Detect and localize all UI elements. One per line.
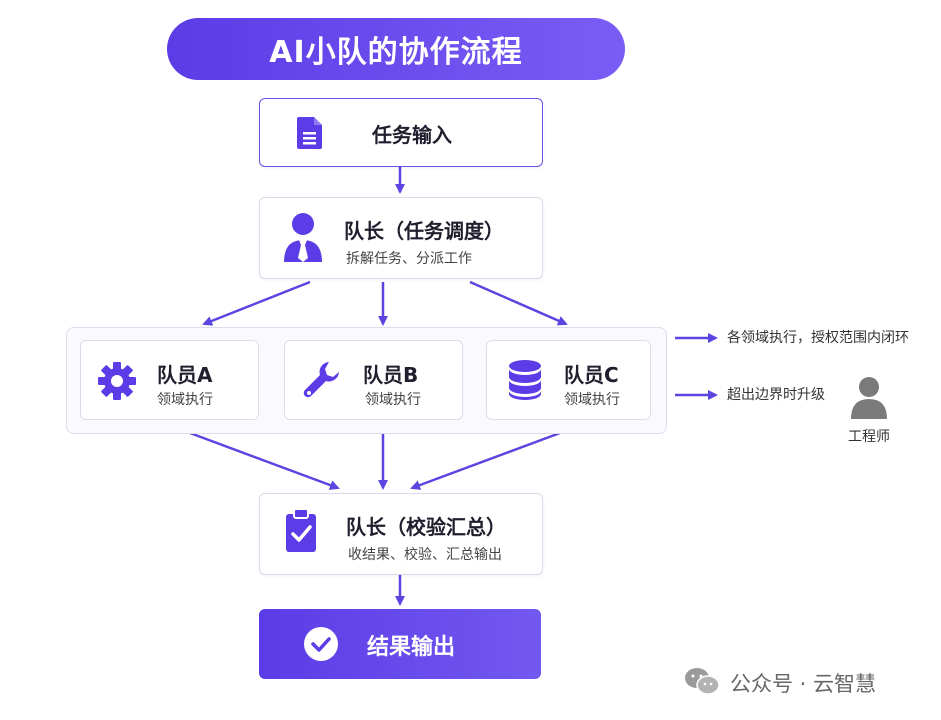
member-b-subtitle: 领域执行 [365, 392, 421, 408]
clipboard-check-icon [286, 508, 316, 552]
engineer-icon [851, 377, 887, 419]
result-output-box: 结果输出 [259, 609, 541, 679]
result-output-label: 结果输出 [367, 635, 456, 660]
arrow-dispatch-to-a [202, 280, 311, 326]
member-a-card: 队员A 领域执行 [80, 340, 259, 420]
wrench-icon [303, 362, 339, 398]
member-b-card: 队员B 领域执行 [284, 340, 463, 420]
arrow-dispatch-to-c [469, 280, 568, 326]
wechat-icon [685, 668, 720, 695]
member-c-card: 队员C 领域执行 [486, 340, 651, 420]
member-a-title: 队员A [157, 363, 213, 387]
task-input-label: 任务输入 [372, 123, 452, 147]
database-icon [509, 360, 541, 400]
member-c-subtitle: 领域执行 [564, 392, 620, 408]
leader-summary-title: 队长（校验汇总） [346, 515, 506, 539]
gear-icon [98, 362, 136, 400]
page-title-text: AI小队的协作流程 [269, 35, 523, 70]
leader-dispatch-box: 队长（任务调度） 拆解任务、分派工作 [259, 197, 543, 279]
leader-dispatch-subtitle: 拆解任务、分派工作 [346, 251, 472, 267]
check-circle-icon [304, 627, 338, 661]
leader-summary-subtitle: 收结果、校验、汇总输出 [348, 547, 502, 563]
leader-summary-box: 队长（校验汇总） 收结果、校验、汇总输出 [259, 493, 543, 575]
member-a-subtitle: 领域执行 [157, 392, 213, 408]
arrow-c-to-summary [410, 431, 561, 490]
engineer-label: 工程师 [848, 429, 890, 445]
document-icon [297, 117, 322, 149]
task-input-box: 任务输入 [259, 98, 543, 167]
page-title: AI小队的协作流程 [167, 18, 625, 80]
arrow-a-to-summary [189, 431, 340, 490]
member-c-title: 队员C [564, 363, 619, 387]
leader-dispatch-title: 队长（任务调度） [344, 219, 504, 243]
side-note-closed-loop: 各领域执行，授权范围内闭环 [727, 330, 909, 346]
user-tie-icon [284, 213, 322, 262]
side-note-escalate: 超出边界时升级 [727, 387, 825, 403]
member-b-title: 队员B [363, 363, 419, 387]
watermark-text: 公众号 · 云智慧 [730, 672, 877, 696]
